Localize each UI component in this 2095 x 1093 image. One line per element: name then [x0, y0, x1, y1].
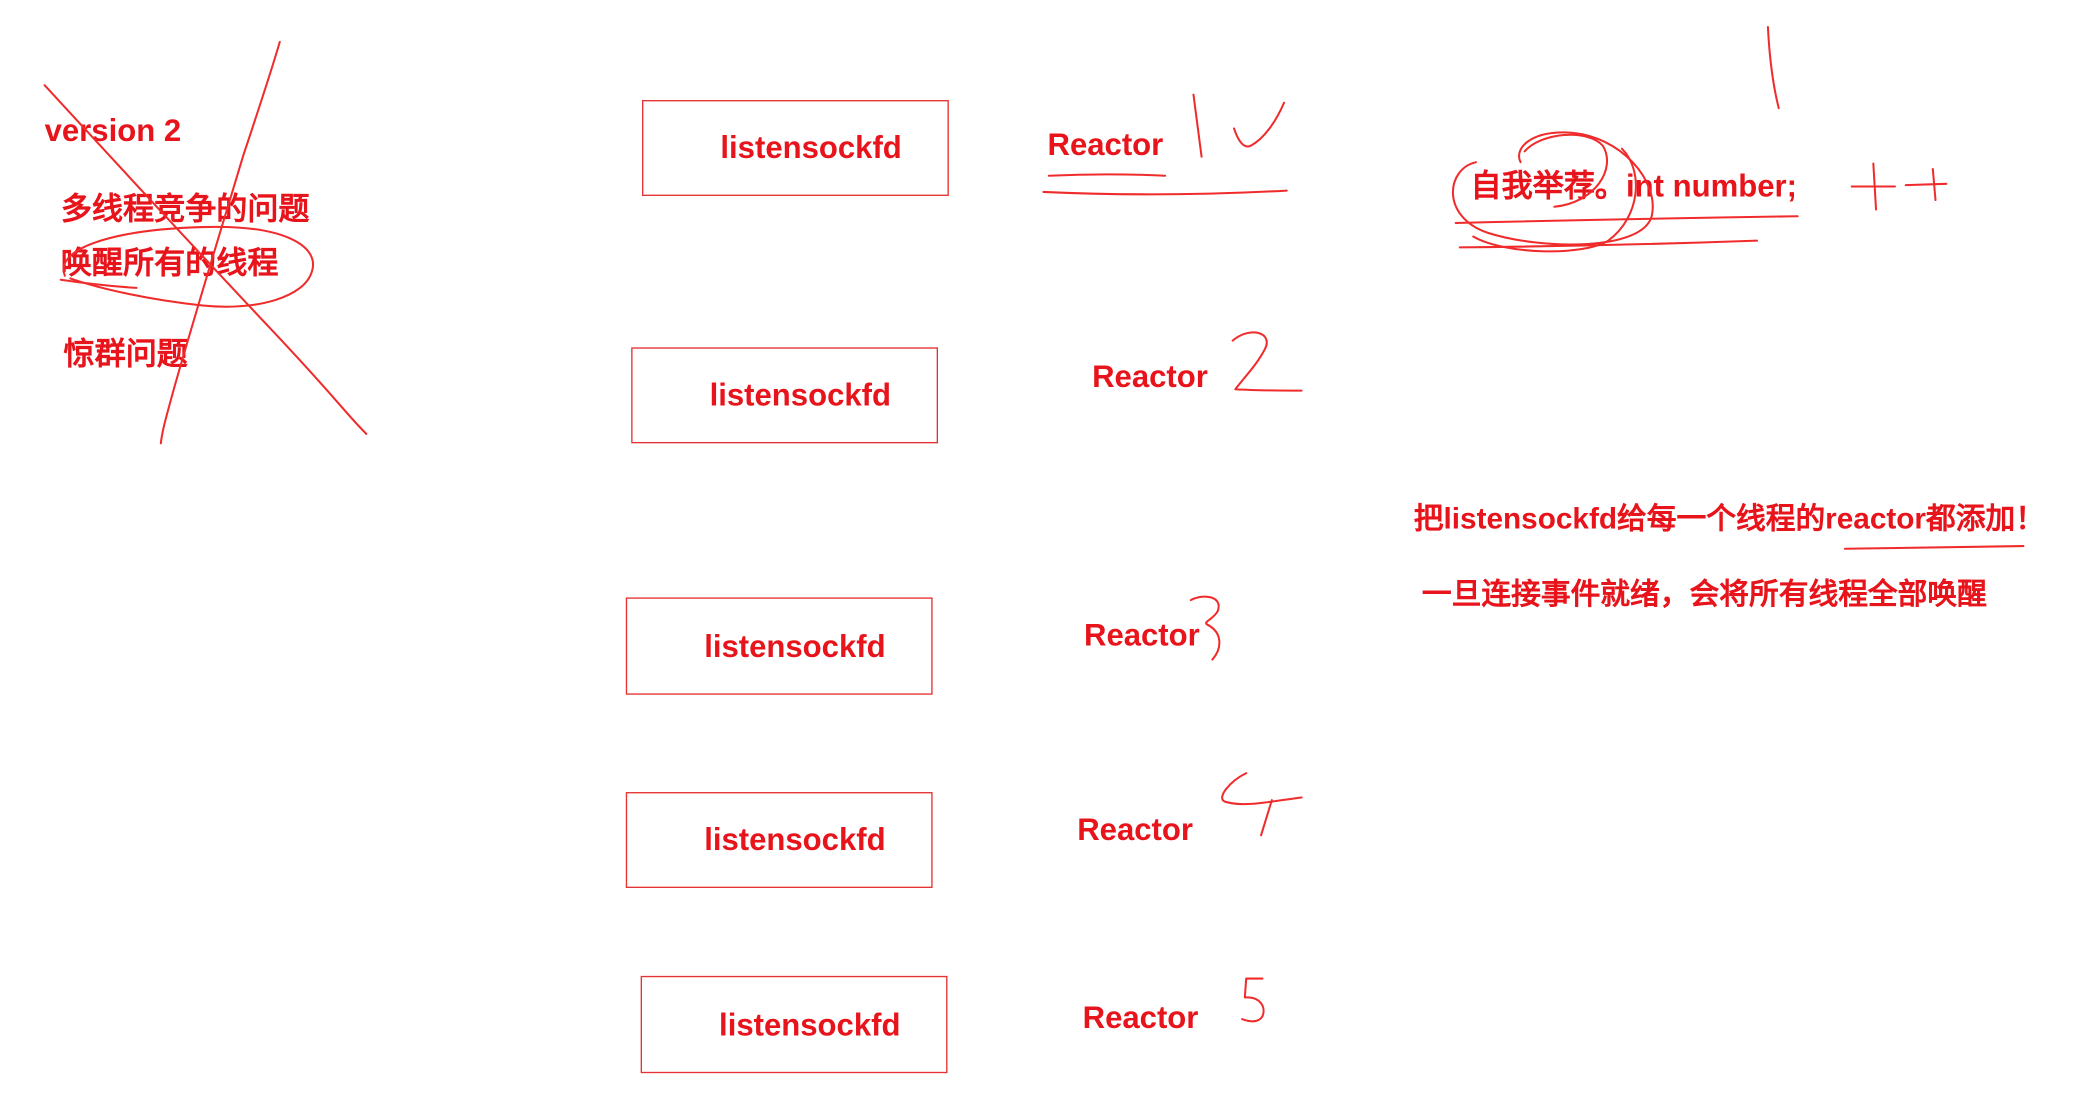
listensockfd-box-2: listensockfd — [631, 347, 939, 444]
stray-vertical-stroke — [1766, 26, 1780, 110]
underline-reactor-word — [1843, 545, 2025, 550]
underline-wake — [59, 278, 138, 289]
reactor-label-5: Reactor — [1082, 999, 1199, 1035]
listensockfd-label: listensockfd — [704, 821, 886, 857]
wake-all-threads-note: 一旦连接事件就绪，会将所有线程全部唤醒 — [1421, 577, 1987, 611]
handwritten-number-2 — [1231, 331, 1303, 392]
listensockfd-label: listensockfd — [704, 627, 886, 663]
handwritten-increment-mark — [1850, 162, 1948, 211]
reactor-label-3: Reactor — [1083, 617, 1200, 653]
self-nominate-note: 自我举荐。int number; — [1470, 168, 1797, 204]
cross-out-stroke-b — [159, 40, 281, 445]
listensockfd-box-5: listensockfd — [640, 975, 948, 1074]
reactor-label-1: Reactor — [1047, 126, 1164, 162]
handwritten-number-1 — [1192, 93, 1203, 158]
problem-thundering-herd: 惊群问题 — [63, 335, 188, 372]
listensockfd-label: listensockfd — [719, 1006, 901, 1042]
cross-out-mark — [43, 40, 368, 445]
listensockfd-box-1: listensockfd — [642, 100, 949, 196]
problem-wake-all-threads: 唤醒所有的线程 — [60, 245, 279, 281]
listensockfd-box-3: listensockfd — [625, 597, 933, 695]
handwritten-check-icon — [1233, 101, 1286, 148]
underline-reactor-1-short — [1047, 173, 1167, 177]
version-label: version 2 — [44, 112, 182, 149]
listensockfd-label: listensockfd — [709, 377, 892, 413]
reactor-label-4: Reactor — [1077, 811, 1194, 847]
reactor-label-2: Reactor — [1092, 358, 1208, 394]
problem-thread-contention: 多线程竞争的问题 — [60, 191, 310, 227]
add-fd-to-every-reactor-note: 把listensockfd给每一个线程的reactor都添加！ — [1413, 501, 2045, 536]
underline-reactor-1-long — [1042, 189, 1288, 196]
listensockfd-box-4: listensockfd — [625, 792, 933, 889]
handwritten-number-4 — [1221, 772, 1303, 837]
listensockfd-label: listensockfd — [720, 129, 902, 165]
handwritten-number-5 — [1241, 977, 1265, 1023]
